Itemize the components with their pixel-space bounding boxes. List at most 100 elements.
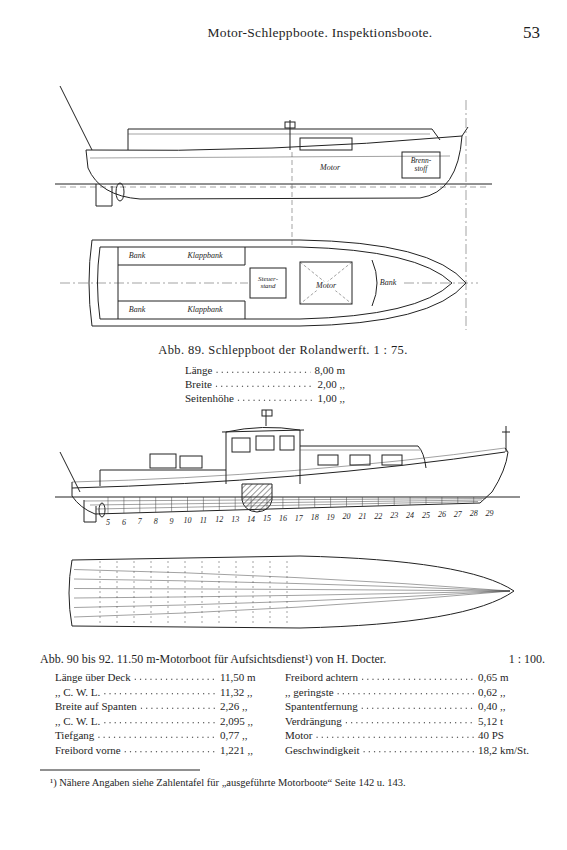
- leader-dots: [135, 679, 216, 680]
- motor-boat-side-view: [219, 497, 220, 510]
- frame-number: 6: [121, 518, 127, 527]
- motor-boat-side-view: [55, 497, 520, 498]
- tow-boat-side-view: [292, 152, 293, 245]
- tow-boat-side-view: [86, 136, 462, 199]
- motor-boat-side-view: [251, 497, 252, 510]
- page-text: 11,32 ,,: [220, 685, 253, 698]
- frame-number: 29: [485, 509, 495, 518]
- page-text: Seitenhöhe: [185, 392, 234, 405]
- drawing-label: Bank: [379, 278, 397, 287]
- page-text: ,, geringste: [285, 685, 334, 698]
- page-text: Verdrängung: [285, 714, 342, 727]
- motor-boat-side-view: [480, 448, 508, 503]
- motor-boat-plan-view: [100, 561, 101, 625]
- motor-boat-plan-view: [287, 561, 288, 625]
- motor-boat-side-view: [222, 430, 304, 432]
- motor-boat-side-view: [96, 502, 478, 510]
- page-text: Spantentfernung: [285, 700, 358, 713]
- page-text: 2,00 ,,: [318, 378, 346, 391]
- page-text: 53: [523, 23, 540, 43]
- motor-boat-side-view: [382, 455, 402, 465]
- motor-boat-side-view: [282, 497, 283, 509]
- motor-boat-side-view: [72, 448, 505, 482]
- page-text: Motor: [285, 729, 313, 742]
- tow-boat-side-view: [116, 183, 124, 201]
- motor-boat-plan-view: [151, 561, 152, 625]
- tow-boat-plan-view: [250, 268, 286, 298]
- tow-boat-plan-view: [300, 262, 352, 304]
- tow-boat-plan-view: [60, 240, 478, 326]
- leader-dots: [338, 693, 474, 694]
- motor-boat-side-view: [60, 452, 80, 492]
- motor-boat-side-view: [318, 455, 338, 465]
- motor-boat-side-view: [155, 497, 156, 512]
- motor-boat-side-view: [266, 410, 267, 426]
- page-text: Tiefgang: [55, 729, 94, 742]
- motor-boat-plan-view: [185, 561, 186, 625]
- motor-boat-plan-view: [236, 561, 237, 625]
- motor-boat-plan-view: [74, 591, 510, 608]
- leader-dots: [317, 737, 475, 738]
- tow-boat-side-view: [60, 86, 92, 150]
- frame-number: 8: [153, 517, 159, 526]
- page-text: 1,00 ,,: [318, 392, 346, 405]
- drawing-label: Motor: [315, 281, 337, 290]
- frame-number: 28: [469, 510, 479, 519]
- page-text: 40 PS: [478, 729, 504, 742]
- page-text: 1 : 100.: [509, 653, 545, 667]
- motor-boat-side-view: [262, 410, 272, 416]
- frame-number: 16: [278, 514, 288, 523]
- motor-boat-side-view: [150, 454, 176, 468]
- frame-number: 23: [389, 512, 399, 521]
- tow-boat-plan-view: [300, 262, 352, 304]
- leader-dots: [216, 386, 314, 387]
- motor-boat-side-view: [55, 410, 520, 522]
- motor-boat-side-view: [123, 497, 124, 513]
- motor-boat-plan-view: [202, 561, 203, 625]
- motor-boat-side-view: [300, 450, 420, 451]
- motor-boat-plan-view: [74, 589, 510, 592]
- page-text: Abb. 89. Schleppboot der Rolandwerft. 1 …: [158, 343, 408, 357]
- frame-number: 19: [326, 513, 336, 522]
- leader-dots: [364, 751, 474, 752]
- leader-dots: [125, 751, 216, 752]
- footnote-rule: [40, 770, 200, 771]
- frame-number: 11: [199, 516, 208, 525]
- leader-dots: [216, 372, 310, 373]
- leader-dots: [104, 722, 216, 723]
- page-text: 11,50 m: [220, 671, 256, 684]
- drawing-label: Steuer- stand: [253, 276, 283, 291]
- page-text: 8,00 m: [314, 364, 345, 377]
- tow-boat-plan-view: [118, 301, 245, 319]
- leader-dots: [346, 722, 474, 723]
- tow-boat-side-view: [55, 184, 492, 185]
- tow-boat-side-view: [128, 129, 440, 150]
- page-text: Breite: [185, 378, 212, 391]
- motor-boat-side-view: [256, 436, 274, 450]
- motor-boat-side-view: [280, 436, 294, 450]
- page-text: 2,095 ,,: [220, 714, 253, 727]
- leader-dots: [141, 708, 216, 709]
- motor-boat-side-view: [242, 484, 272, 512]
- motor-boat-plan-view: [74, 570, 510, 592]
- frame-number: 21: [357, 512, 367, 521]
- motor-boat-plan-view: [74, 579, 510, 591]
- motor-boat-side-view: [267, 497, 268, 509]
- motor-boat-side-view: [350, 455, 370, 465]
- tow-boat-side-view: [96, 184, 112, 206]
- footnote-rule: [40, 770, 200, 771]
- leader-dots: [238, 400, 314, 401]
- frame-number: 24: [405, 511, 415, 520]
- page-text: 2,26 ,,: [220, 700, 248, 713]
- page-text: Freibord vorne: [55, 743, 121, 756]
- motor-boat-side-view: [171, 497, 172, 512]
- motor-boat-side-view: [180, 456, 202, 468]
- page-text: 0,40 ,,: [478, 700, 506, 713]
- frame-number: 22: [373, 512, 383, 521]
- motor-boat-plan-view: [219, 561, 220, 625]
- tow-boat-side-view: [90, 156, 450, 158]
- frame-number: 26: [437, 511, 447, 520]
- page-text: Geschwindigkeit: [285, 743, 360, 756]
